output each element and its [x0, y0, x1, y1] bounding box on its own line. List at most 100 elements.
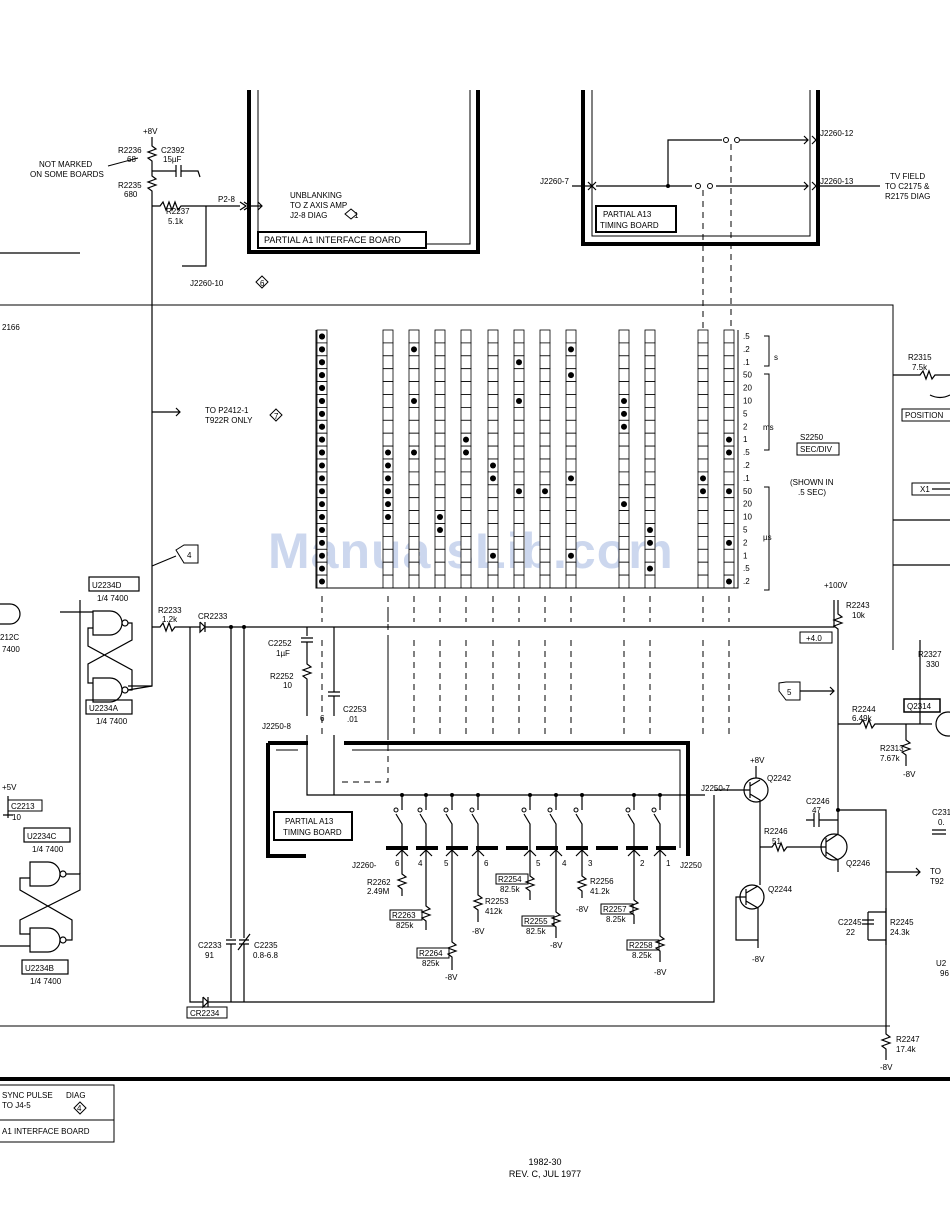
matrix-cell: [697, 368, 709, 383]
matrix-cell: [460, 458, 472, 473]
matrix-cell: [723, 561, 735, 576]
svg-text:(SHOWN IN: (SHOWN IN: [790, 478, 834, 487]
matrix-cell: [618, 561, 630, 576]
matrix-cell: [565, 445, 577, 460]
matrix-cell: [382, 523, 394, 537]
matrix-cell: [408, 458, 420, 473]
matrix-cell: [539, 497, 551, 512]
svg-text:-8V: -8V: [576, 905, 589, 914]
connector-pins: 6 4 5 6 5 4 3 2 1: [395, 859, 671, 868]
matrix-cell: [723, 368, 735, 383]
matrix-cell: [408, 368, 420, 383]
matrix-cell: [565, 406, 577, 421]
matrix-dot: [319, 488, 325, 495]
svg-text:R2262: R2262: [367, 878, 391, 887]
matrix-cell: [487, 419, 499, 434]
matrix-dot: [621, 423, 627, 430]
matrix-cell: [618, 368, 630, 383]
matrix-cell: [487, 510, 499, 524]
matrix-cell: [434, 484, 446, 499]
matrix-cell: [487, 523, 499, 537]
matrix-cell: [434, 561, 446, 576]
svg-text:Q2244: Q2244: [768, 885, 793, 894]
svg-text:UNBLANKING: UNBLANKING: [290, 191, 342, 200]
matrix-cell: [723, 394, 735, 408]
svg-text:S2250: S2250: [800, 433, 824, 442]
matrix-cell: [723, 471, 735, 486]
svg-text:C2235: C2235: [254, 941, 278, 950]
range-label: .2: [743, 461, 750, 470]
matrix-dot: [463, 436, 469, 443]
svg-text:8.25k: 8.25k: [632, 951, 653, 960]
svg-text:7400: 7400: [2, 645, 20, 654]
matrix-cell: [513, 471, 525, 486]
matrix-cell: [434, 394, 446, 408]
matrix-cell: [723, 458, 735, 473]
junction-dot: [424, 793, 428, 797]
svg-text:U2234C: U2234C: [27, 832, 57, 841]
matrix-dot: [568, 475, 574, 482]
matrix-cell: [539, 574, 551, 589]
matrix-cell: [697, 394, 709, 408]
matrix-cell: [434, 419, 446, 434]
svg-text:R2255: R2255: [524, 917, 548, 926]
switch-contact: [627, 795, 641, 862]
svg-text:+4.0: +4.0: [806, 634, 822, 643]
matrix-cell: [565, 419, 577, 434]
svg-text:10: 10: [283, 681, 292, 690]
svg-text:2: 2: [640, 859, 645, 868]
matrix-cell: [382, 406, 394, 421]
svg-text:17.4k: 17.4k: [896, 1045, 917, 1054]
matrix-dot: [516, 359, 522, 366]
matrix-cell: [460, 561, 472, 576]
matrix-cell: [513, 548, 525, 563]
matrix-cell: [723, 419, 735, 434]
matrix-cell: [513, 432, 525, 447]
matrix-cell: [539, 406, 551, 421]
svg-text:47: 47: [812, 806, 821, 815]
svg-text:91: 91: [205, 951, 214, 960]
svg-text:C231: C231: [932, 808, 950, 817]
matrix-dot: [385, 462, 391, 469]
matrix-cell: [434, 355, 446, 370]
matrix-cell: [565, 523, 577, 537]
matrix-cell: [513, 561, 525, 576]
switch-terminal: [625, 807, 631, 813]
matrix-cell: [513, 342, 525, 357]
matrix-cell: [723, 406, 735, 421]
matrix-dot: [490, 462, 496, 469]
matrix-cell: [697, 497, 709, 512]
svg-text:U2: U2: [936, 959, 947, 968]
svg-text:1: 1: [666, 859, 671, 868]
matrix-cell: [434, 471, 446, 486]
matrix-cell: [513, 536, 525, 550]
matrix-outline: [315, 330, 739, 589]
matrix-dot: [319, 526, 325, 533]
matrix-cell: [723, 497, 735, 512]
matrix-cell: [644, 342, 656, 357]
matrix-dot: [319, 385, 325, 392]
range-label: 50: [743, 371, 752, 380]
svg-text:J2260-12: J2260-12: [820, 129, 854, 138]
range-label: 1: [743, 551, 748, 560]
matrix-dot: [411, 449, 417, 456]
matrix-cell: [382, 536, 394, 550]
matrix-cell: [460, 419, 472, 434]
matrix-cell: [460, 355, 472, 370]
supply-network: +8V R2236 68 R2235 680 C2392 15µF NOT MA…: [0, 127, 359, 687]
svg-text:-8V: -8V: [472, 927, 485, 936]
svg-text:R2315: R2315: [908, 353, 932, 362]
matrix-cell: [460, 523, 472, 537]
svg-text:7.5k: 7.5k: [912, 363, 928, 372]
matrix-dot: [437, 526, 443, 533]
svg-text:5: 5: [536, 859, 541, 868]
matrix-cell: [513, 445, 525, 460]
matrix-cell: [618, 381, 630, 395]
matrix-cell: [539, 561, 551, 576]
svg-text:R2247: R2247: [896, 1035, 920, 1044]
svg-text:Q2242: Q2242: [767, 774, 792, 783]
matrix-cell: [618, 432, 630, 447]
matrix-dot: [385, 514, 391, 521]
matrix-dot: [319, 410, 325, 417]
matrix-cell: [487, 445, 499, 460]
